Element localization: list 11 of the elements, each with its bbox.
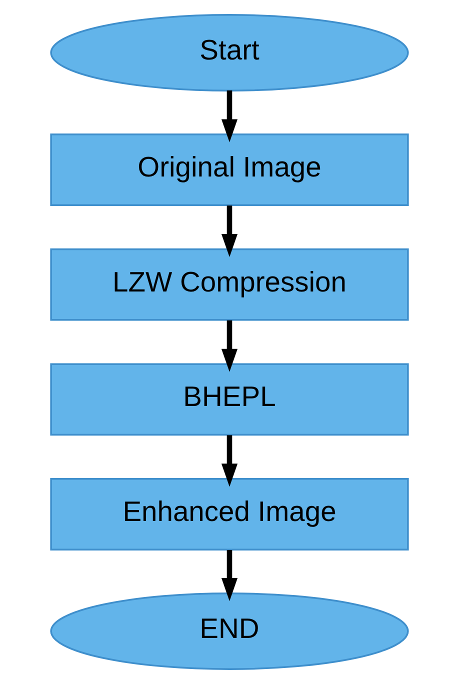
node-box: LZW Compression [50,248,408,321]
node-box: BHEPL [50,363,408,436]
node-box: Enhanced Image [50,478,408,550]
arrow [220,435,238,487]
node-box: Original Image [50,134,408,206]
arrow [220,90,238,142]
node-ellipse: END [50,592,408,670]
arrow [220,206,238,258]
node-ellipse: Start [50,14,408,92]
arrow [220,320,238,372]
arrow [220,550,238,602]
